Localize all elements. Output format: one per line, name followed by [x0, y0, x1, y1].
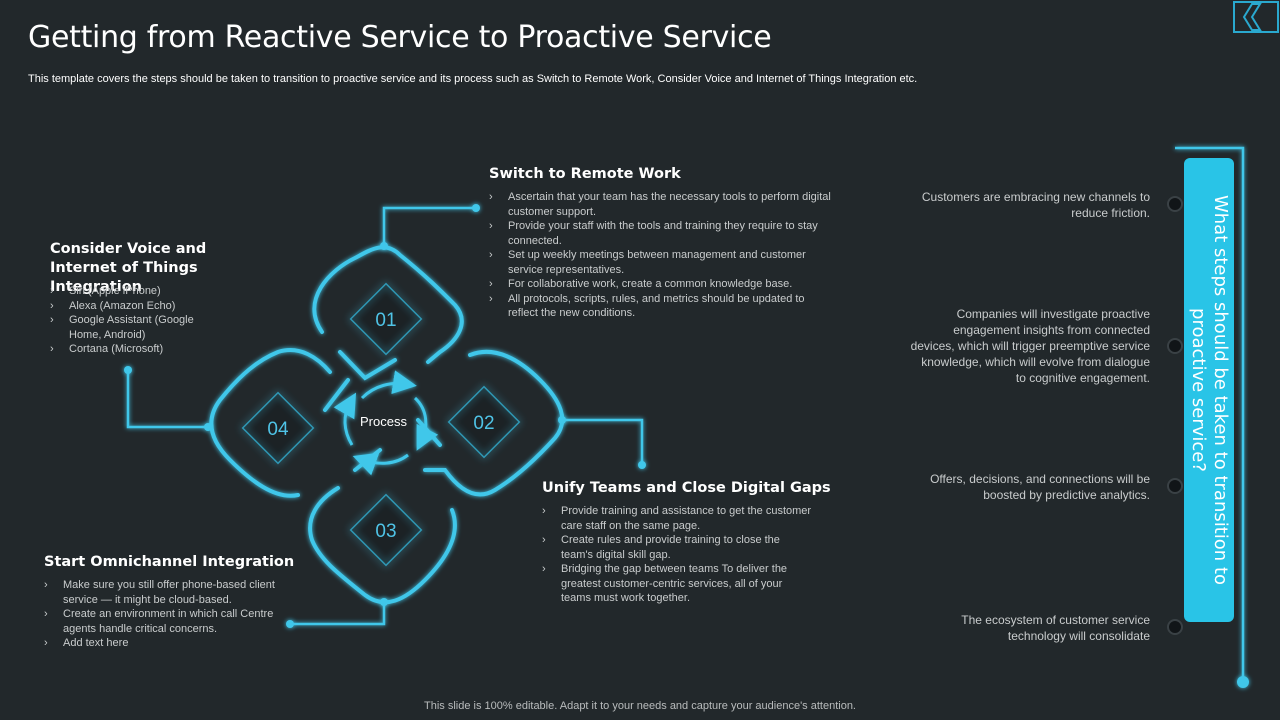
right-point-4: The ecosystem of customer service techno…: [961, 613, 1150, 643]
petal-03: [308, 486, 457, 605]
page-title: Getting from Reactive Service to Proacti…: [28, 20, 772, 55]
page-subtitle: This template covers the steps should be…: [28, 73, 918, 85]
petal-01-inner: [338, 350, 397, 381]
list-item: Siri (Apple iPhone): [50, 284, 225, 299]
side-panel: What steps should be taken to transition…: [1184, 158, 1234, 622]
process-center-label: Process: [360, 414, 407, 429]
petal-04-inner: [323, 378, 350, 412]
list-item: All protocols, scripts, rules, and metri…: [489, 292, 834, 321]
side-panel-title: What steps should be taken to transition…: [1188, 194, 1231, 586]
connector-04: [126, 370, 208, 429]
list-item: Provide training and assistance to get t…: [542, 504, 812, 533]
list-item: Add text here: [44, 636, 294, 651]
right-point-3: Offers, decisions, and connections will …: [930, 472, 1150, 502]
right-point-2: Companies will investigate proactive eng…: [910, 307, 1150, 385]
list-item: Google Assistant (Google Home, Android): [50, 313, 225, 342]
list-item: Alexa (Amazon Echo): [50, 299, 225, 314]
list-item: Create rules and provide training to clo…: [542, 533, 812, 562]
timeline-line: [1175, 146, 1245, 682]
list-item: Cortana (Microsoft): [50, 342, 225, 357]
step-number-02: 02: [473, 413, 494, 434]
list-item: Create an environment in which call Cent…: [44, 607, 294, 636]
step-01-bullets: Ascertain that your team has the necessa…: [489, 190, 834, 321]
right-point-1: Customers are embracing new channels to …: [921, 190, 1150, 220]
step-03-heading: Start Omnichannel Integration: [44, 554, 295, 570]
step-02-bullets: Provide training and assistance to get t…: [542, 504, 812, 606]
step-01-heading: Switch to Remote Work: [489, 166, 681, 182]
step-03-bullets: Make sure you still offer phone-based cl…: [44, 578, 294, 651]
step-04-bullets: Siri (Apple iPhone) Alexa (Amazon Echo) …: [50, 284, 225, 357]
step-number-04: 04: [267, 419, 289, 440]
petal-04: [209, 348, 332, 498]
petal-01: [312, 245, 464, 364]
list-item: Provide your staff with the tools and tr…: [489, 219, 834, 248]
step-02-heading: Unify Teams and Close Digital Gaps: [542, 480, 831, 496]
step-number-03: 03: [375, 521, 396, 542]
petal-02-inner: [416, 418, 442, 447]
list-item: Set up weekly meetings between managemen…: [489, 248, 834, 277]
list-item: Make sure you still offer phone-based cl…: [44, 578, 294, 607]
step-number-01: 01: [375, 310, 396, 331]
petal-02: [423, 349, 565, 497]
connector-03: [290, 602, 386, 626]
nav-arrow-icon[interactable]: [1230, 0, 1280, 34]
list-item: Bridging the gap between teams To delive…: [542, 562, 812, 606]
list-item: For collaborative work, create a common …: [489, 277, 834, 292]
connector-02: [562, 418, 644, 465]
connector-01: [382, 206, 476, 246]
list-item: Ascertain that your team has the necessa…: [489, 190, 834, 219]
footer-note: This slide is 100% editable. Adapt it to…: [424, 700, 856, 712]
